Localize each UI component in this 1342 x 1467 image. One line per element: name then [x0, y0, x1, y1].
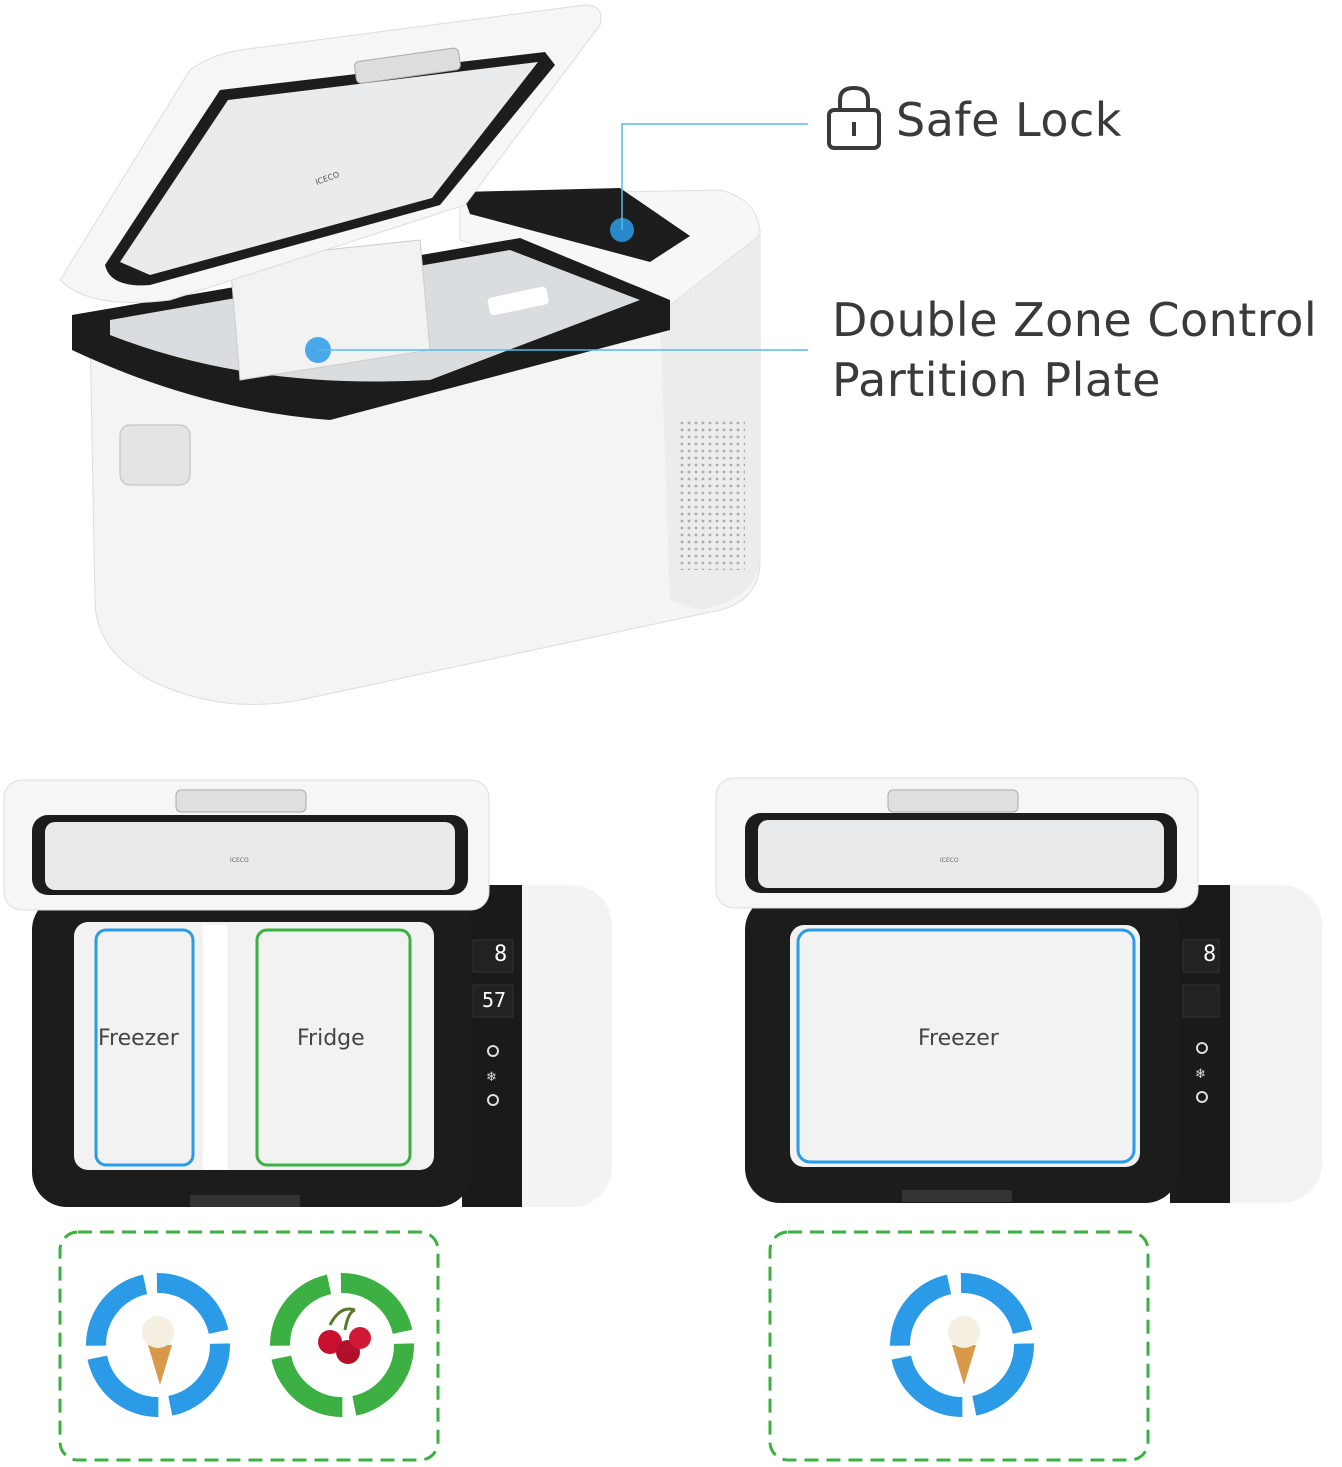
- lock-button-icon: [487, 1094, 499, 1106]
- power-icon: [487, 1045, 499, 1057]
- snowflake-icon: ❄: [1195, 1067, 1206, 1082]
- partition-plate-label: Partition Plate: [832, 353, 1161, 407]
- lock-button-icon: [1196, 1091, 1208, 1103]
- fridge-hero: ICECO: [59, 4, 761, 705]
- single-zone-cycle-box: [768, 1230, 1150, 1462]
- recycle-arrows-icon: [86, 1273, 1034, 1417]
- snowflake-icon: ❄: [486, 1070, 497, 1085]
- dual-zone-diagram: ICECO ❄: [3, 779, 612, 1207]
- display-top-single: 8: [1203, 942, 1217, 967]
- ice-cream-icon: [142, 1316, 980, 1385]
- display-top: 8: [494, 942, 508, 967]
- single-zone-diagram: ICECO ❄: [715, 777, 1322, 1203]
- display-bottom: 57: [482, 988, 507, 1012]
- fridge-zone-label: Fridge: [297, 1026, 365, 1051]
- svg-text:ICECO: ICECO: [940, 857, 959, 864]
- freezer-zone-label: Freezer: [98, 1026, 179, 1051]
- single-freezer-zone-label: Freezer: [918, 1026, 999, 1051]
- lock-icon: [827, 85, 881, 150]
- svg-text:ICECO: ICECO: [230, 857, 249, 864]
- safe-lock-label: Safe Lock: [896, 93, 1122, 147]
- power-icon: [1196, 1042, 1208, 1054]
- cherry-icon: [318, 1307, 371, 1364]
- safe-lock-callout-line: [621, 123, 808, 230]
- dual-zone-cycle-box: [58, 1230, 440, 1462]
- double-zone-label: Double Zone Control: [832, 293, 1318, 347]
